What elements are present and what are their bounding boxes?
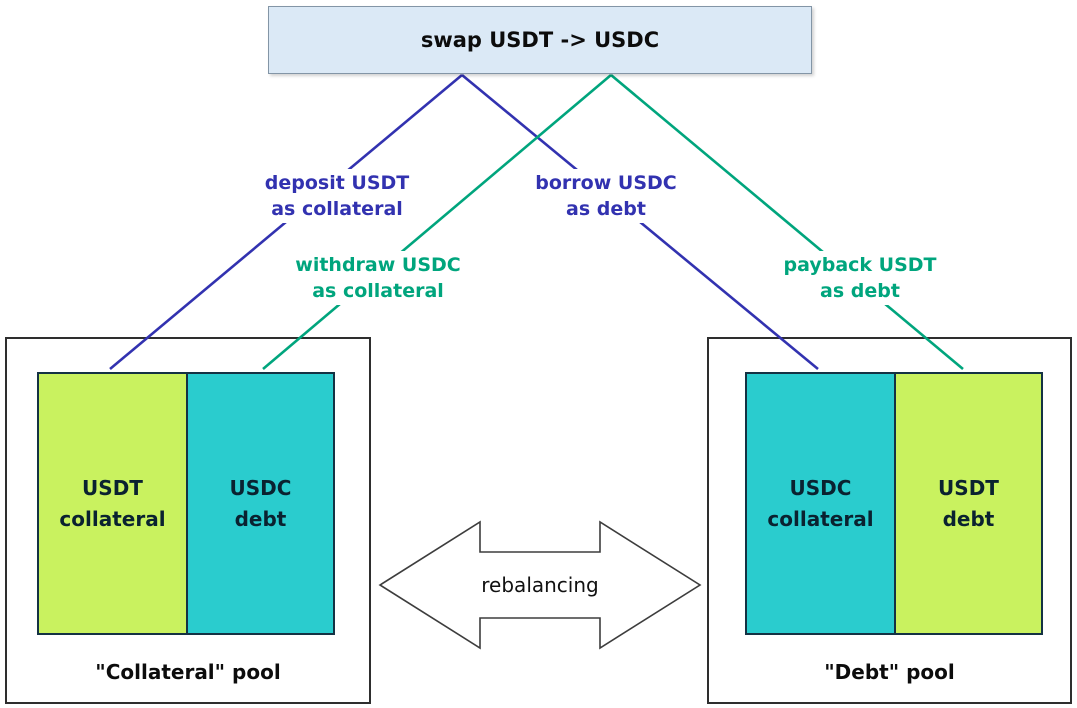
edge-label-line1: borrow USDC — [535, 172, 677, 194]
rebalancing-label: rebalancing — [481, 573, 599, 597]
edge-label-deposit: deposit USDT as collateral — [258, 169, 416, 223]
segment-usdt-debt: USDT debt — [894, 374, 1041, 633]
segment-label-line1: USDC — [229, 475, 292, 500]
segment-label-line1: USDT — [82, 475, 143, 500]
edge-label-line1: deposit USDT — [264, 172, 410, 194]
edge-label-line2: as debt — [566, 198, 646, 220]
segment-usdt-collateral: USDT collateral — [39, 374, 186, 633]
edge-label-line2: as debt — [820, 280, 900, 302]
debt-pool-segments: USDC collateral USDT debt — [745, 372, 1043, 635]
collateral-pool-segments: USDT collateral USDC debt — [37, 372, 335, 635]
collateral-pool-caption: "Collateral" pool — [95, 660, 281, 684]
segment-label-line2: debt — [234, 506, 287, 531]
edge-label-line2: as collateral — [312, 280, 444, 302]
edge-label-borrow: borrow USDC as debt — [529, 169, 683, 223]
segment-label-line1: USDT — [938, 475, 999, 500]
swap-title-box: swap USDT -> USDC — [268, 6, 812, 74]
segment-label-line2: debt — [942, 506, 995, 531]
edge-label-withdraw: withdraw USDC as collateral — [289, 251, 467, 305]
debt-pool: USDC collateral USDT debt "Debt" pool — [707, 337, 1072, 704]
edge-label-payback: payback USDT as debt — [777, 251, 943, 305]
segment-label-line1: USDC — [789, 475, 852, 500]
segment-label-line2: collateral — [59, 506, 166, 531]
collateral-pool: USDT collateral USDC debt "Collateral" p… — [5, 337, 371, 704]
segment-usdc-debt: USDC debt — [186, 374, 333, 633]
debt-pool-caption: "Debt" pool — [824, 660, 955, 684]
edge-label-line2: as collateral — [271, 198, 403, 220]
segment-usdc-collateral: USDC collateral — [747, 374, 894, 633]
edge-label-line1: withdraw USDC — [295, 254, 461, 276]
segment-label-line2: collateral — [767, 506, 874, 531]
swap-title-label: swap USDT -> USDC — [420, 28, 660, 52]
edge-label-line1: payback USDT — [783, 254, 937, 276]
